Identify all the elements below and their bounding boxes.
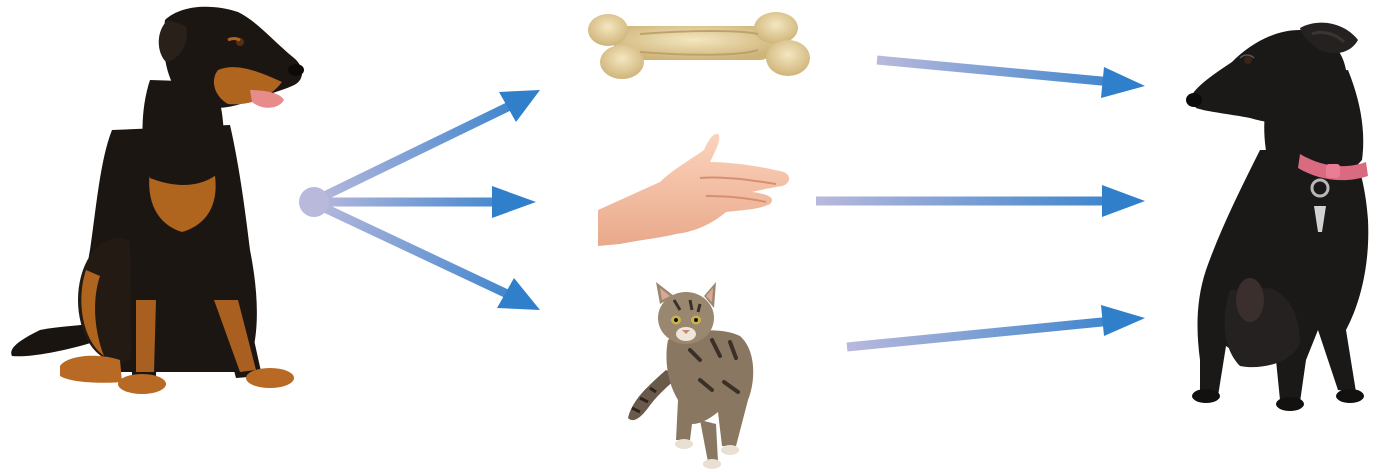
output-arrow-1 (877, 60, 1112, 82)
open-hand-icon (598, 134, 789, 246)
branch-arrows (299, 90, 540, 310)
branch-arrow-to-kitten (312, 202, 520, 300)
hub-node (299, 187, 329, 217)
rottweiler-dog-icon (11, 7, 304, 394)
black-dog-icon (1186, 23, 1368, 411)
kitten-icon (628, 282, 753, 469)
branch-arrow-to-bone (312, 100, 522, 202)
output-arrow-3 (847, 321, 1112, 347)
bone-icon (588, 12, 810, 79)
output-arrows (816, 60, 1145, 347)
